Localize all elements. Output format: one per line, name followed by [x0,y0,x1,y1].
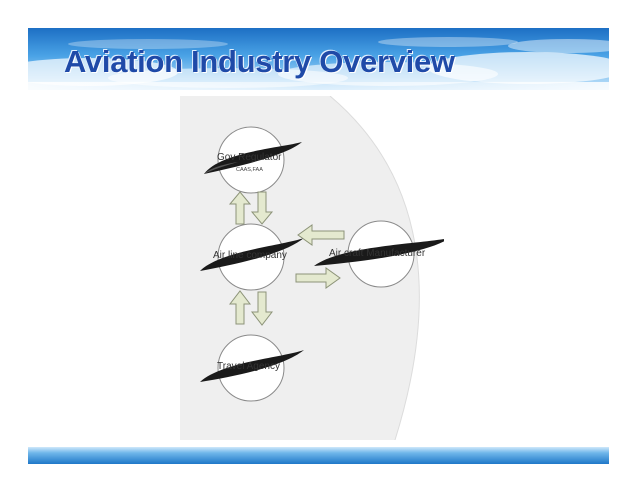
node-gov-regulator [204,126,302,194]
arrow-gov-to-airline [250,191,274,225]
gov-regulator-sublabel: CAAS,FAA [236,167,263,173]
node-aircraft-manufacturer [314,220,444,288]
swoosh-shape [314,239,444,266]
footer-gradient-graphic [28,447,609,464]
arrow-manufacturer-to-airline [297,224,345,246]
swoosh-shape [204,142,302,174]
arrow-airline-to-gov [228,191,252,225]
swoosh-shape [200,238,304,271]
slide-title: Aviation Industry Overview [64,44,455,79]
relationship-diagram [180,96,444,440]
aircraft-manufacturer-label: Air craft Manufacturer [329,248,426,259]
header-banner [28,28,609,90]
arrow-agency-to-airline [228,290,252,325]
swoosh-shape [200,350,304,382]
airline-company-label: Air line company [213,250,287,261]
diagram-panel: Gov Regulator CAAS,FAA Air line company … [180,96,444,440]
arrow-airline-to-manufacturer [295,267,341,289]
node-travel-agency [200,334,304,402]
travel-agency-label: Travel Agency [217,361,280,372]
footer-bar [28,447,609,464]
sky-banner-graphic [28,28,609,90]
node-airline-company [200,223,304,291]
arrow-airline-to-agency [250,291,274,326]
gov-regulator-label: Gov Regulator [217,152,282,163]
